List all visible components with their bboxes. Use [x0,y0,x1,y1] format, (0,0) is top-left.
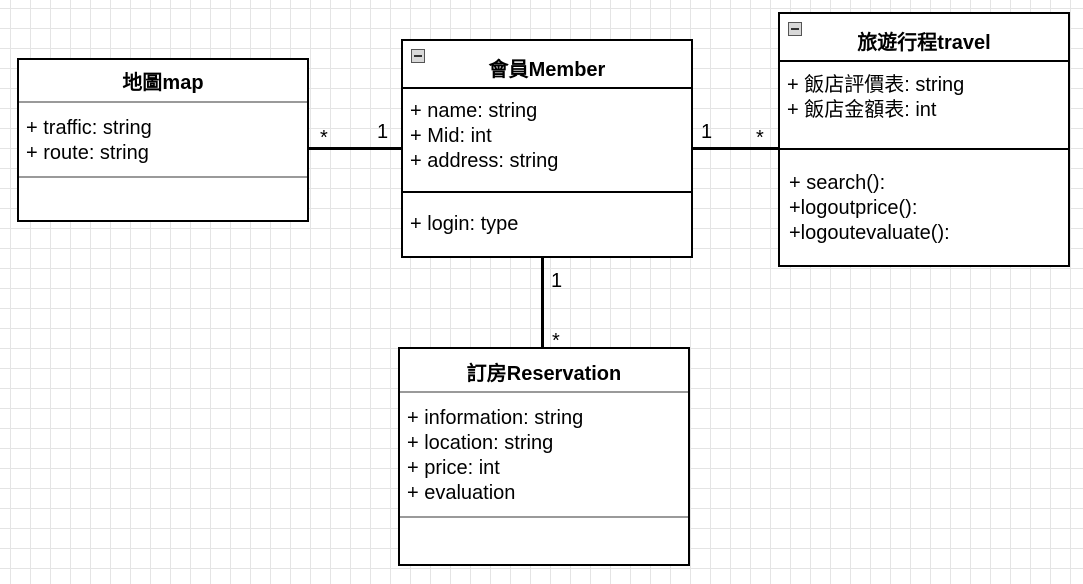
class-reservation-divider-2 [400,516,688,518]
class-map-attribute: + route: string [26,142,149,164]
multiplicity-reservation-end: * [552,330,560,352]
class-travel[interactable]: 旅遊行程travel + 飯店評價表: string + 飯店金額表: int … [778,12,1070,267]
class-travel-title: 旅遊行程travel [857,32,991,54]
class-member-method: + login: type [410,213,519,235]
class-travel-attributes: + 飯店評價表: string + 飯店金額表: int [787,73,964,123]
class-member-methods: + login: type [410,212,518,237]
class-map-attributes: + traffic: string + route: string [26,116,152,166]
class-reservation-attribute: + location: string [407,432,554,454]
class-reservation-attribute: + evaluation [407,482,516,504]
class-member-attribute: + address: string [410,150,559,172]
association-member-travel[interactable] [691,147,780,150]
class-member-title: 會員Member [488,59,606,81]
multiplicity-member-right-end: 1 [701,121,713,143]
collapse-icon[interactable] [411,49,425,63]
class-reservation-attributes: + information: string + location: string… [407,406,583,506]
multiplicity-member-bottom-end: 1 [551,270,563,292]
class-travel-method: +logoutevaluate(): [789,222,950,244]
multiplicity-member-left-end: 1 [377,121,389,143]
class-travel-attribute: + 飯店金額表: int [787,99,937,121]
class-reservation-divider-1 [400,391,688,393]
class-map-divider-2 [19,176,307,178]
class-member-divider-1 [403,87,691,89]
collapse-icon[interactable] [788,22,802,36]
class-member[interactable]: 會員Member + name: string + Mid: int + add… [401,39,693,258]
multiplicity-travel-end: * [756,127,764,149]
class-reservation-attribute: + price: int [407,457,500,479]
class-member-divider-2 [403,191,691,193]
class-map-title: 地圖map [122,72,204,94]
class-member-attributes: + name: string + Mid: int + address: str… [410,99,558,174]
class-map-divider-1 [19,101,307,103]
class-travel-methods: + search(): +logoutprice(): +logoutevalu… [789,171,950,246]
class-travel-divider-2 [780,148,1068,150]
class-travel-method: +logoutprice(): [789,197,918,219]
class-reservation-title: 訂房Reservation [466,363,622,385]
class-reservation-attribute: + information: string [407,407,584,429]
class-travel-method: + search(): [789,172,886,194]
class-travel-divider-1 [780,60,1068,62]
class-travel-attribute: + 飯店評價表: string [787,74,965,96]
association-member-reservation[interactable] [541,257,544,348]
class-member-attribute: + name: string [410,100,538,122]
class-member-attribute: + Mid: int [410,125,492,147]
class-reservation[interactable]: 訂房Reservation + information: string + lo… [398,347,690,566]
association-map-member[interactable] [308,147,401,150]
class-map-attribute: + traffic: string [26,117,152,139]
multiplicity-map-end: * [320,127,328,149]
class-map[interactable]: 地圖map + traffic: string + route: string [17,58,309,222]
